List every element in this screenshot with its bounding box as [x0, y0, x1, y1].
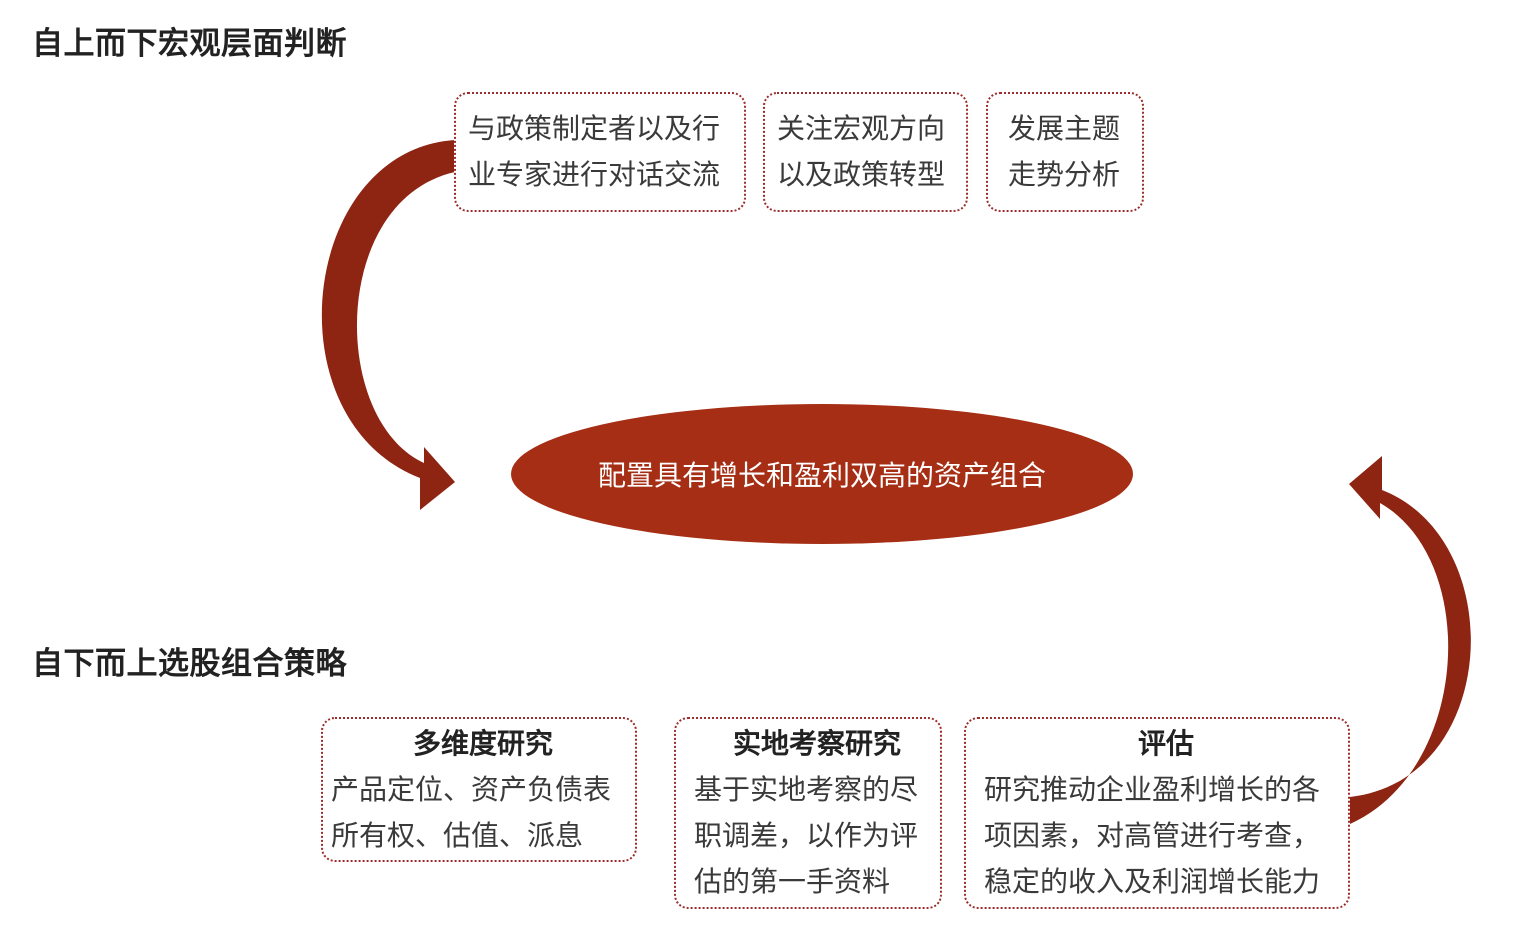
- box-line: 职调差，以作为评: [694, 819, 919, 852]
- top-down-section-title: 自上而下宏观层面判断: [32, 26, 347, 62]
- box-line: 业专家进行对话交流: [468, 158, 721, 191]
- bottom-up-flow-arrow: [1349, 456, 1471, 824]
- box-line: 估的第一手资料: [694, 865, 891, 898]
- box-line: 产品定位、资产负债表: [331, 773, 612, 806]
- box-line: 以及政策转型: [777, 158, 946, 191]
- center-portfolio-ellipse: 配置具有增长和盈利双高的资产组合: [511, 404, 1133, 544]
- box-line: 所有权、估值、派息: [331, 819, 584, 852]
- bottom-up-section-title: 自下而上选股组合策略: [32, 646, 347, 682]
- center-portfolio-label: 配置具有增长和盈利双高的资产组合: [597, 459, 1046, 492]
- box-heading: 评估: [1137, 727, 1194, 760]
- box-heading: 多维度研究: [412, 727, 553, 760]
- top-down-flow-arrow: [321, 140, 455, 510]
- box-heading: 实地考察研究: [732, 727, 901, 760]
- top-box-macro-direction: 关注宏观方向 以及政策转型: [763, 92, 968, 212]
- bottom-box-field-research: 实地考察研究 基于实地考察的尽 职调差，以作为评 估的第一手资料: [674, 717, 942, 909]
- box-line: 关注宏观方向: [777, 112, 946, 145]
- box-line: 与政策制定者以及行: [468, 112, 721, 145]
- box-line: 项因素，对高管进行考查，: [984, 819, 1321, 852]
- box-line: 研究推动企业盈利增长的各: [984, 773, 1321, 806]
- box-line: 稳定的收入及利润增长能力: [984, 865, 1321, 898]
- top-box-dialogue: 与政策制定者以及行 业专家进行对话交流: [454, 92, 746, 212]
- bottom-box-multidimensional-research: 多维度研究 产品定位、资产负债表 所有权、估值、派息: [321, 717, 637, 862]
- bottom-box-evaluation: 评估 研究推动企业盈利增长的各 项因素，对高管进行考查， 稳定的收入及利润增长能…: [964, 717, 1350, 909]
- box-line: 走势分析: [1008, 158, 1121, 191]
- box-line: 基于实地考察的尽: [694, 773, 919, 806]
- box-line: 发展主题: [1008, 112, 1121, 145]
- top-box-theme-analysis: 发展主题 走势分析: [986, 92, 1144, 212]
